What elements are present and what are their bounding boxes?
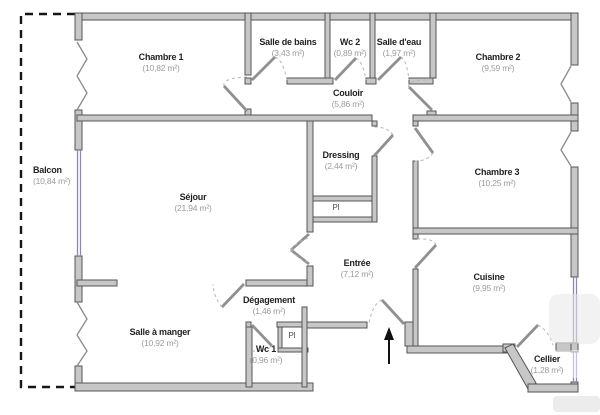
room-area: (10,25 m²) (478, 177, 516, 188)
room-name: Salle de bains (259, 37, 317, 47)
room-label-cuisine: Cuisine (9,95 m²) (473, 272, 506, 293)
room-name: Chambre 2 (475, 52, 521, 62)
chambre1-window (76, 41, 88, 111)
room-name: Salle d'eau (376, 37, 422, 47)
room-name: Dressing (322, 150, 360, 160)
room-name: Couloir (332, 88, 364, 98)
room-area: (0,96 m²) (249, 354, 283, 365)
room-name: Wc 1 (255, 344, 277, 354)
room-label-salle-a-manger: Salle à manger (10,92 m²) (130, 327, 191, 348)
room-label-couloir: Couloir (5,86 m²) (332, 88, 365, 109)
room-label-balcon: Balcon (10,84 m²) (33, 165, 70, 186)
room-name: Cuisine (473, 272, 505, 282)
room-label-salle-de-bains: Salle de bains (3,43 m²) (259, 37, 316, 58)
entrance-arrow-icon (384, 327, 394, 364)
room-label-wc-2: Wc 2 (0,89 m²) (334, 37, 367, 58)
balcony-outline (19, 12, 75, 389)
room-area: (1,28 m²) (530, 364, 564, 375)
room-area: (0,89 m²) (333, 47, 367, 58)
room-area: (3,43 m²) (271, 47, 305, 58)
chambre2-window (560, 65, 572, 103)
room-name: Balcon (33, 165, 62, 175)
room-label-sejour: Séjour (21,94 m²) (174, 192, 211, 213)
salle-a-manger-window (76, 301, 88, 367)
room-area: (9,59 m²) (481, 62, 515, 73)
room-area: (10,92 m²) (141, 337, 179, 348)
sejour-window (76, 150, 82, 256)
room-label-chambre-2: Chambre 2 (9,59 m²) (476, 52, 521, 73)
room-area: (9,95 m²) (472, 282, 506, 293)
room-name: Chambre 1 (138, 52, 184, 62)
room-area: (21,94 m²) (174, 202, 212, 213)
chambre3-window (560, 131, 572, 167)
room-label-wc-1: Wc 1 (0,96 m²) (250, 344, 283, 365)
door-arcs (212, 56, 554, 352)
room-label-salle-d-eau: Salle d'eau (1,97 m²) (376, 37, 422, 58)
cellier-slant-wall (504, 343, 579, 393)
room-label-chambre-1: Chambre 1 (10,82 m²) (139, 52, 184, 73)
room-label-chambre-3: Chambre 3 (10,25 m²) (475, 167, 520, 188)
room-name: Cellier (533, 354, 561, 364)
room-area: (2,44 m²) (324, 160, 358, 171)
room-label-cellier: Cellier (1,28 m²) (531, 354, 564, 375)
room-area: (1,97 m²) (382, 47, 416, 58)
room-area: (1,46 m²) (252, 305, 286, 316)
closet-label-pl-2: Pl (288, 331, 296, 340)
room-label-degagement: Dégagement (1,46 m²) (243, 295, 295, 316)
room-name: Séjour (179, 192, 207, 202)
room-area: (10,84 m²) (33, 175, 71, 186)
room-area: (10,82 m²) (142, 62, 180, 73)
room-name: Chambre 3 (474, 167, 520, 177)
room-name: Wc 2 (339, 37, 361, 47)
closet-label-pl-1: Pl (332, 203, 340, 212)
room-area: (5,86 m²) (331, 98, 365, 109)
room-label-entree: Entrée (7,12 m²) (341, 258, 374, 279)
room-area: (7,12 m²) (340, 268, 374, 279)
room-label-dressing: Dressing (2,44 m²) (323, 150, 360, 171)
watermark (539, 294, 600, 412)
room-name: Dégagement (242, 295, 296, 305)
walls (74, 12, 579, 393)
room-name: Salle à manger (129, 327, 191, 337)
room-name: Entrée (343, 258, 371, 268)
